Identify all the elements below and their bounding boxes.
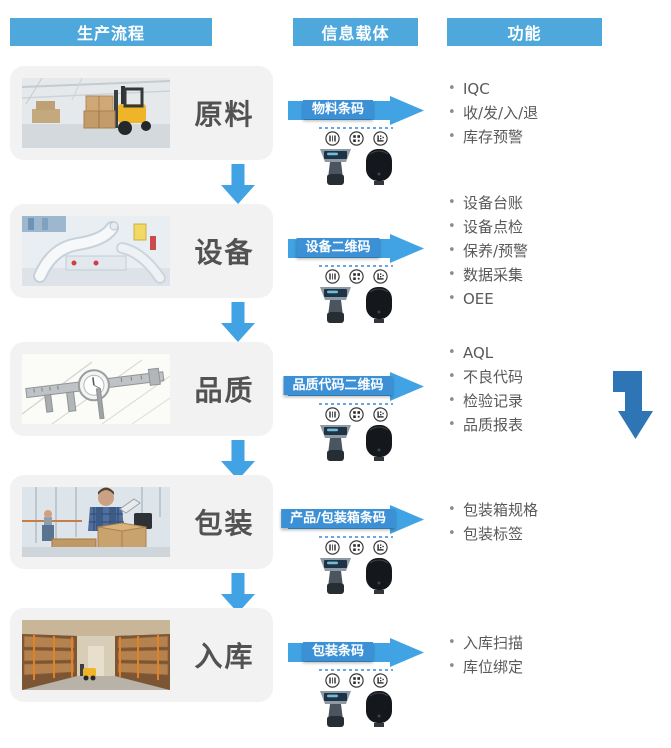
stage-card: 包装 bbox=[10, 475, 273, 569]
function-item: 品质报表 bbox=[447, 413, 647, 437]
code-stamp-icons bbox=[288, 407, 424, 422]
header-function: 功能 bbox=[447, 18, 602, 46]
qrcode-stamp-icon bbox=[349, 673, 364, 688]
carrier-label: 设备二维码 bbox=[296, 238, 380, 257]
stage-label: 设备 bbox=[194, 236, 255, 269]
header-information-carrier: 信息载体 bbox=[293, 18, 418, 46]
function-item: 包装标签 bbox=[447, 522, 647, 546]
function-list: 包装箱规格包装标签 bbox=[447, 475, 647, 569]
stage-photo bbox=[22, 487, 170, 557]
function-item: 检验记录 bbox=[447, 389, 647, 413]
datamatrix-stamp-icon bbox=[373, 269, 388, 284]
carrier-label: 包装条码 bbox=[302, 642, 374, 661]
process-row: 品质 品质代码二维码 AQL不良代码检验记录品质报表 bbox=[0, 341, 671, 482]
function-item: 设备台账 bbox=[447, 191, 647, 215]
function-item: 保养/预警 bbox=[447, 239, 647, 263]
stage-photo bbox=[22, 620, 170, 690]
datamatrix-stamp-icon bbox=[373, 673, 388, 688]
code-stamp-icons bbox=[288, 540, 424, 555]
tiny-caption-line bbox=[319, 403, 393, 405]
scanner-devices-icon bbox=[314, 690, 398, 728]
qrcode-stamp-icon bbox=[349, 131, 364, 146]
process-row: 原料 物料条码 IQC收/发/入/退库存预警 bbox=[0, 66, 671, 206]
scanner-devices-icon bbox=[314, 557, 398, 595]
qrcode-stamp-icon bbox=[349, 269, 364, 284]
carrier-group: 设备二维码 bbox=[288, 234, 424, 324]
carrier-group: 物料条码 bbox=[288, 96, 424, 186]
stage-card: 原料 bbox=[10, 66, 273, 160]
code-stamp-icons bbox=[288, 131, 424, 146]
down-arrow-icon bbox=[221, 164, 255, 204]
stage-photo bbox=[22, 216, 170, 286]
carrier-label: 物料条码 bbox=[302, 100, 374, 119]
stage-card: 品质 bbox=[10, 342, 273, 436]
carrier-group: 品质代码二维码 bbox=[283, 372, 424, 462]
tiny-caption-line bbox=[319, 265, 393, 267]
scanner-devices-icon bbox=[314, 148, 398, 186]
datamatrix-stamp-icon bbox=[373, 131, 388, 146]
function-item: IQC bbox=[447, 77, 647, 101]
function-list: AQL不良代码检验记录品质报表 bbox=[447, 341, 647, 437]
function-list: 入库扫描库位绑定 bbox=[447, 608, 647, 702]
stage-photo bbox=[22, 78, 170, 148]
function-list: IQC收/发/入/退库存预警 bbox=[447, 66, 647, 160]
carrier-label: 产品/包装箱条码 bbox=[281, 509, 395, 528]
qrcode-stamp-icon bbox=[349, 407, 364, 422]
function-list: 设备台账设备点检保养/预警数据采集OEE bbox=[447, 191, 647, 311]
stage-label: 原料 bbox=[194, 98, 255, 131]
datamatrix-stamp-icon bbox=[373, 540, 388, 555]
carrier-label: 品质代码二维码 bbox=[283, 376, 393, 395]
stage-photo bbox=[22, 354, 170, 424]
down-arrow-icon bbox=[221, 302, 255, 342]
down-arrow-icon bbox=[221, 573, 255, 613]
barcode-stamp-icon bbox=[325, 540, 340, 555]
barcode-stamp-icon bbox=[325, 131, 340, 146]
down-arrow-icon bbox=[221, 440, 255, 480]
tiny-caption-line bbox=[319, 127, 393, 129]
header-production-process: 生产流程 bbox=[10, 18, 212, 46]
scanner-devices-icon bbox=[314, 424, 398, 462]
barcode-stamp-icon bbox=[325, 407, 340, 422]
datamatrix-stamp-icon bbox=[373, 407, 388, 422]
function-item: OEE bbox=[447, 287, 647, 311]
code-stamp-icons bbox=[288, 673, 424, 688]
function-item: 入库扫描 bbox=[447, 631, 647, 655]
function-item: 数据采集 bbox=[447, 263, 647, 287]
process-row: 设备 设备二维码 设备台账设备点检保养/预警数据采集OEE bbox=[0, 191, 671, 344]
barcode-stamp-icon bbox=[325, 269, 340, 284]
function-item: 设备点检 bbox=[447, 215, 647, 239]
scanner-devices-icon bbox=[314, 286, 398, 324]
process-row: 包装 产品/包装箱条码 包装箱规格包装标签 bbox=[0, 475, 671, 615]
tiny-caption-line bbox=[319, 536, 393, 538]
carrier-group: 产品/包装箱条码 bbox=[281, 505, 424, 595]
function-item: 包装箱规格 bbox=[447, 498, 647, 522]
process-row: 入库 包装条码 入库扫描库位绑定 bbox=[0, 608, 671, 748]
tiny-caption-line bbox=[319, 669, 393, 671]
code-stamp-icons bbox=[288, 269, 424, 284]
carrier-group: 包装条码 bbox=[288, 638, 424, 728]
function-item: 不良代码 bbox=[447, 365, 647, 389]
stage-card: 入库 bbox=[10, 608, 273, 702]
function-item: AQL bbox=[447, 341, 647, 365]
qrcode-stamp-icon bbox=[349, 540, 364, 555]
function-item: 收/发/入/退 bbox=[447, 101, 647, 125]
elbow-down-arrow-icon bbox=[613, 371, 653, 439]
stage-label: 品质 bbox=[194, 374, 255, 407]
barcode-stamp-icon bbox=[325, 673, 340, 688]
stage-card: 设备 bbox=[10, 204, 273, 298]
function-item: 库位绑定 bbox=[447, 655, 647, 679]
stage-label: 入库 bbox=[194, 640, 255, 673]
stage-label: 包装 bbox=[194, 507, 255, 540]
function-item: 库存预警 bbox=[447, 125, 647, 149]
